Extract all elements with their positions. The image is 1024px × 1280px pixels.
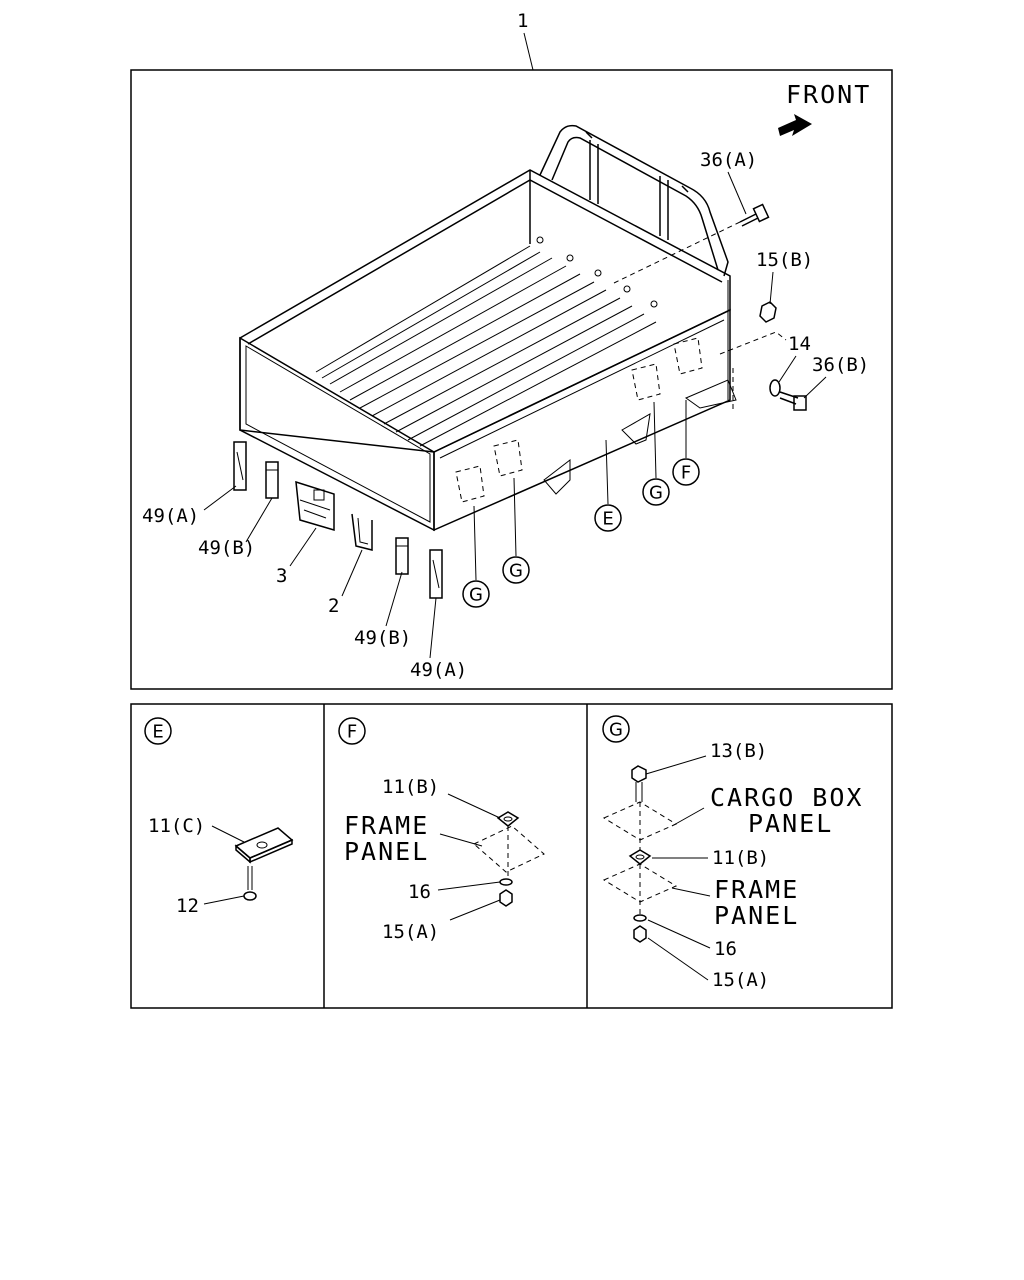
detail-f: F 11(B) FRAME PANEL 16 15(A) [338, 717, 545, 943]
detail-f-11b: 11(B) [382, 776, 439, 798]
stake-49b-right-icon [395, 537, 409, 575]
svg-text:E: E [152, 722, 163, 743]
stake-49a-left-icon [233, 441, 247, 491]
detail-f-frame-line2: PANEL [344, 837, 429, 866]
detail-g: G 13(B) CARGO BOX PANEL 11(B) FRAME PANE… [602, 715, 863, 991]
marker-g-3: G [642, 401, 670, 506]
callout-14: 14 [788, 333, 811, 355]
marker-f: F [672, 400, 700, 486]
front-label: FRONT [786, 80, 871, 109]
marker-e: E [594, 439, 622, 532]
detail-f-15a: 15(A) [382, 921, 439, 943]
callout-49a-left: 49(A) [142, 505, 199, 527]
bolt-13b-icon [631, 765, 647, 802]
detail-g-frame-line1: FRAME [714, 875, 799, 904]
detail-f-frame-line1: FRAME [344, 811, 429, 840]
detail-g-11b: 11(B) [712, 847, 769, 869]
main-ref-number: 1 [517, 10, 528, 32]
callout-36a: 36(A) [700, 149, 757, 171]
front-arrow-icon [778, 114, 812, 136]
stake-49b-left-icon [265, 461, 279, 499]
marker-g-2: G [502, 477, 530, 584]
callout-15b: 15(B) [756, 249, 813, 271]
detail-g-frame-line2: PANEL [714, 901, 799, 930]
washer-11b-icon [496, 811, 520, 827]
frame-panel-section [473, 825, 545, 873]
marker-g-1: G [462, 505, 490, 608]
nut-15a-icon [499, 889, 513, 907]
svg-text:F: F [681, 463, 691, 484]
detail-panels-frame [130, 703, 893, 1009]
washer-16-g-icon [633, 914, 647, 922]
detail-g-marker: G [602, 715, 630, 743]
svg-text:G: G [509, 561, 523, 582]
callout-49a-right: 49(A) [410, 659, 467, 681]
detail-g-16: 16 [714, 938, 737, 960]
detail-e-marker: E [144, 717, 172, 745]
nut-15b-icon [759, 301, 777, 323]
detail-e-12: 12 [176, 895, 199, 917]
bolt-36a-icon [739, 203, 770, 227]
detail-g-13b: 13(B) [710, 740, 767, 762]
svg-text:F: F [347, 722, 357, 743]
detail-g-cargo-line2: PANEL [748, 809, 833, 838]
svg-text:E: E [602, 509, 613, 530]
cargo-box-drawing [239, 124, 787, 532]
hinge-3-icon [295, 480, 335, 532]
stake-49a-right-icon [429, 549, 443, 599]
detail-g-15a: 15(A) [712, 969, 769, 991]
main-view-frame [130, 69, 893, 690]
washer-16-icon [499, 878, 513, 886]
cargo-box-panel-section [602, 801, 678, 841]
svg-text:G: G [649, 483, 663, 504]
nut-15a-g-icon [633, 925, 647, 943]
washer-14-icon [769, 379, 781, 397]
clip-2-icon [351, 513, 373, 551]
callout-2: 2 [328, 595, 339, 617]
callout-3: 3 [276, 565, 287, 587]
callout-49b-left: 49(B) [198, 537, 255, 559]
svg-text:G: G [609, 720, 623, 741]
frame-panel-section-g [602, 863, 678, 903]
detail-g-cargo-line1: CARGO BOX [710, 783, 863, 812]
washer-11b-g-icon [628, 849, 652, 865]
main-ref-leader [523, 32, 534, 71]
detail-e-11c: 11(C) [148, 815, 205, 837]
plate-11c-icon [234, 827, 294, 864]
bolt-36b-icon [779, 391, 807, 411]
svg-text:G: G [469, 585, 483, 606]
detail-f-marker: F [338, 717, 366, 745]
detail-e: E 11(C) 12 [144, 717, 294, 917]
detail-f-16: 16 [408, 881, 431, 903]
callout-49b-right: 49(B) [354, 627, 411, 649]
callout-36b: 36(B) [812, 354, 869, 376]
screw-12-icon [243, 866, 257, 901]
